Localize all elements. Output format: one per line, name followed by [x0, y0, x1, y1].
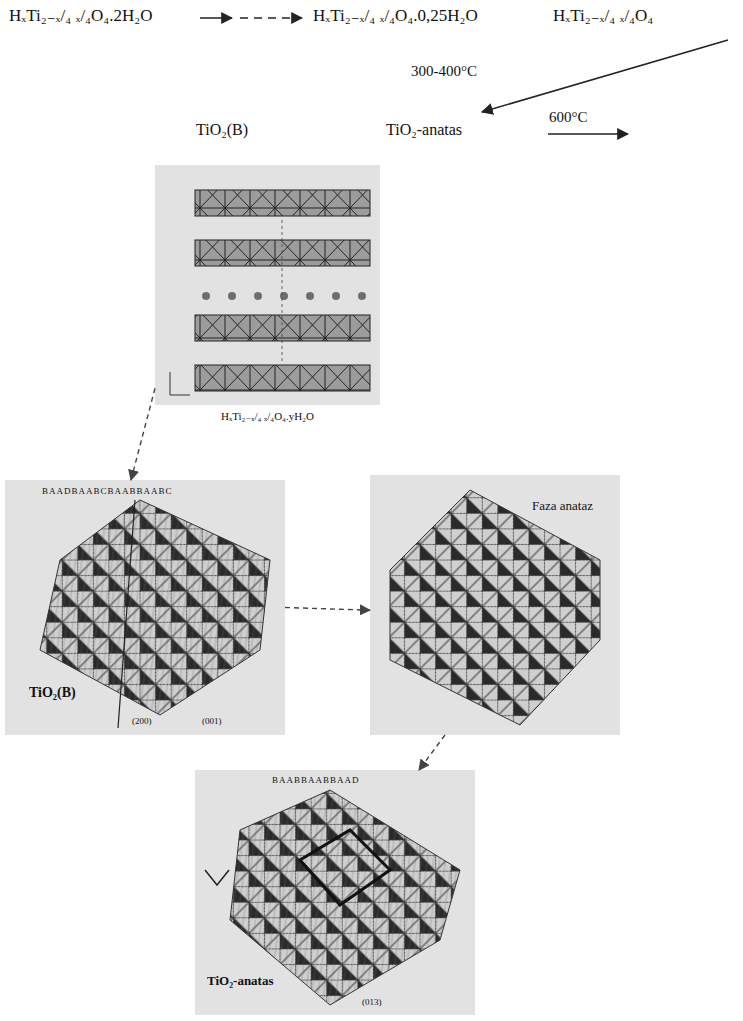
panel-label: (001): [200, 716, 224, 726]
structure-panel: BAABBAABBAAD TiO₂-anatas (013): [195, 770, 475, 1015]
tio2b-structure: [5, 480, 285, 735]
axis-mark: [170, 372, 190, 395]
formula-label: HₓTi₂₋ₓ/₄ ₓ/₄O₄.2H₂O: [8, 6, 153, 26]
panel-caption: HₓTi₂₋ₓ/₄ ₓ/₄O₄.yH₂O: [155, 410, 380, 423]
octahedra-layer: [195, 365, 370, 391]
structure-panel: BAADBAABCBAABBAABC TiO₂(B) (200) (001): [5, 480, 285, 735]
interlayer-ion: [228, 292, 236, 300]
interlayer-ion: [202, 292, 210, 300]
panel-label: BAADBAABCBAABBAABC: [40, 486, 175, 496]
octahedra-cluster: [230, 790, 460, 1005]
octahedra-cluster: [390, 490, 600, 725]
interlayer-ion: [332, 292, 340, 300]
transformation-arrow: [131, 388, 155, 480]
projection-grid: [230, 790, 460, 1005]
reaction-arrow: [482, 40, 728, 112]
structure-panel: HₓTi₂₋ₓ/₄ ₓ/₄O₄.yH₂O: [155, 165, 380, 405]
temperature-label: 600°C: [548, 108, 589, 126]
panel-label: BAABBAABBAAD: [270, 775, 362, 785]
axis-line: [282, 220, 283, 362]
transformation-arrow: [419, 735, 445, 770]
panel-ground: [155, 165, 380, 405]
panel-ground: [195, 770, 475, 1015]
panel-label: Faza anataz: [530, 499, 595, 514]
panel-ground: [5, 480, 285, 735]
formula-label: HₓTi₂₋ₓ/₄ ₓ/₄O₄.0,25H₂O: [312, 6, 479, 26]
anatase-structure: [195, 770, 475, 1015]
transformation-arrow: [285, 608, 370, 611]
unit-cell: [300, 830, 390, 905]
formula-label: TiO₂-anatas: [385, 120, 463, 139]
axis-mark: [205, 870, 229, 885]
top-scheme-arrows: [200, 18, 728, 134]
interlayer-ion: [358, 292, 366, 300]
panel-label: (200): [130, 716, 154, 726]
octahedra-layer: [195, 190, 370, 216]
reaction-arrow: [240, 17, 302, 19]
panel-ground: [370, 475, 620, 735]
octahedra-layer: [195, 315, 370, 341]
octahedra-cluster: [40, 500, 270, 715]
anatase-phase-structure: [370, 475, 620, 735]
interlayer-ion: [254, 292, 262, 300]
plane-line: [118, 500, 135, 728]
panel-label: (013): [360, 997, 384, 1007]
interlayer-ion: [280, 292, 288, 300]
formula-label: TiO₂(B): [195, 120, 249, 139]
structure-panel: Faza anataz: [370, 475, 620, 735]
formula-label: HₓTi₂₋ₓ/₄ ₓ/₄O₄: [552, 6, 654, 26]
reaction-arrow: [548, 133, 628, 135]
projection-grid: [40, 500, 270, 715]
octahedra-layer: [195, 240, 370, 266]
panel-label: TiO₂-anatas: [205, 974, 276, 989]
interlayer-ion: [306, 292, 314, 300]
panel-label: TiO₂(B): [27, 685, 78, 701]
reaction-arrow: [200, 17, 232, 19]
layered-structure: [155, 165, 380, 405]
temperature-label: 300-400°C: [410, 62, 478, 80]
